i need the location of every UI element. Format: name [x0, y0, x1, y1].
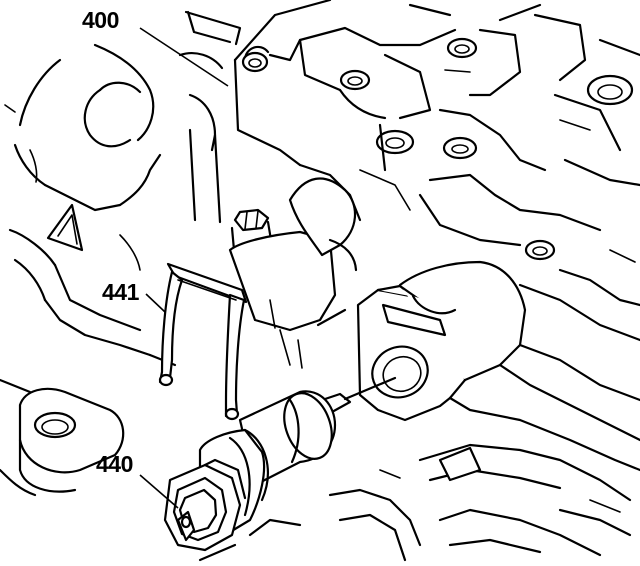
leader-400 — [139, 27, 229, 87]
callout-400: 400 — [82, 7, 119, 33]
speed-sensor — [163, 376, 397, 552]
transmission-case — [0, 10, 242, 497]
callout-leaders — [139, 27, 229, 509]
retainer-clip — [158, 262, 248, 421]
valve-body — [233, 0, 640, 342]
sensor-bore-boss — [228, 177, 358, 369]
callout-440: 440 — [96, 451, 133, 477]
lower-casting — [198, 443, 632, 562]
callout-441: 441 — [102, 279, 140, 305]
retaining-bolt — [230, 208, 274, 252]
sensor-mount-bracket — [356, 260, 640, 472]
leader-440 — [139, 474, 179, 509]
leader-441 — [145, 293, 166, 313]
